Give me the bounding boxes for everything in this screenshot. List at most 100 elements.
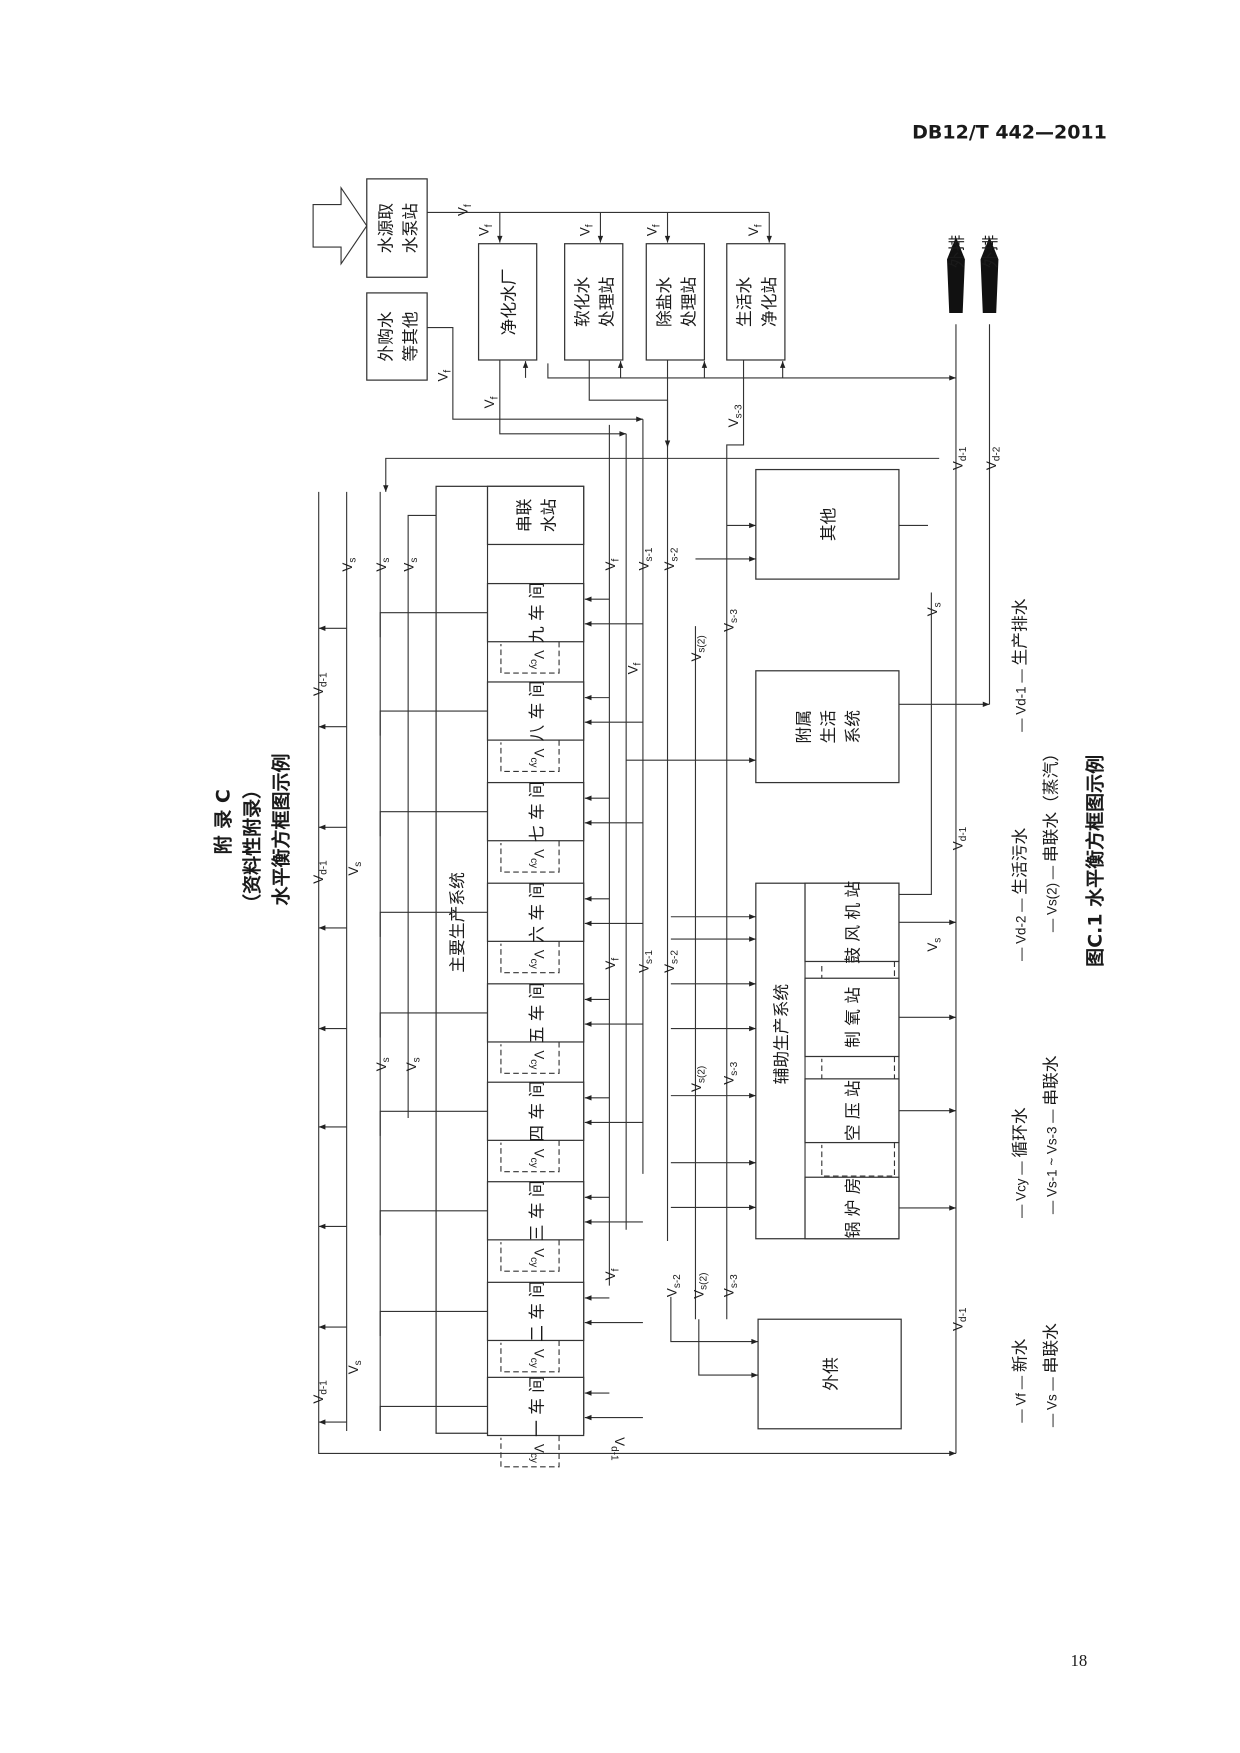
series-water-station [486,485,585,546]
flow-label: Vs-1 [637,950,655,973]
legend-label: 串联水 [1041,1055,1061,1106]
recirculation-loop [821,1142,896,1177]
workshop-label: 四 车 间 [526,1081,546,1142]
domestic-series-line [726,359,745,1320]
purchased-water-label: 外购水 [375,311,395,362]
fresh-water-label: Vf [455,204,473,216]
production-drain-bottom-line [318,491,956,1457]
discharge-label: 外排 [947,235,967,269]
purified-water-line [499,359,627,437]
discharge-arrow-icon [980,237,999,314]
workshop-box [486,582,585,643]
auxiliary-unit-box [804,1078,900,1144]
workshop-label: 二 车 间 [526,1281,546,1342]
flow-label: Vs [374,558,392,572]
recirculation-loop [500,1140,560,1173]
flow-label: Vs [374,1057,392,1071]
domestic-sewage-label: Vd-2 [984,446,1002,470]
appendix-heading: 附 录 C [211,789,234,854]
auxiliary-unit-box [804,1176,900,1240]
legend-symbol: — Vd-2 — [1013,895,1028,961]
auxiliary-unit-label: 制 氧 站 [843,987,863,1048]
purchased-water-line [427,327,643,422]
legend-item: — Vs — 串联水 [1041,1323,1061,1427]
recirculation-loop [821,1056,896,1091]
flow-label: Vs-3 [721,609,739,632]
series-outflow [407,514,437,1118]
flow-label: Vd-1 [311,672,329,696]
flow-label: Vs [404,1057,422,1071]
recirculation-loop [500,941,560,974]
legend-symbol: — Vcy — [1013,1158,1028,1218]
flow-label: Vs-3 [721,1274,739,1297]
water-source-pump-station-label: 水源取 [375,203,395,254]
flow-label: Vs-2 [662,950,680,973]
external-supply-line [670,1296,759,1345]
main-production-system-label: 主要生产系统 [447,872,467,973]
legend: — Vf — 新水 — Vs — 串联水 — Vcy — 循环水 — Vs-1 ~ V… [1009,598,1060,1427]
flow-label: Vf [603,559,621,571]
figure-caption: 图C.1 水平衡方框图示例 [1083,755,1106,967]
recirculation-label: Vcy [528,1248,546,1267]
flow-label: Vf [603,1268,621,1280]
external-supply-label: 外供 [820,1357,840,1391]
flow-label: Vf [625,662,643,674]
legend-item: — Vd-1 — 生产排水 [1009,598,1029,732]
ancillary-living-system-label: 系统 [843,710,863,744]
flow-label: Vd-1 [311,1380,329,1404]
soften-station-label: 软化水 [572,276,592,327]
standard-number: DB12/T 442—2011 [912,122,1107,144]
workshop-label: 七 车 间 [526,781,546,842]
water-source-pump-station-label: 水泵站 [400,203,420,254]
recirculation-loop [500,840,560,873]
series-water-station-label: 水站 [539,498,559,532]
legend-item: — Vd-2 — 生活污水 [1009,827,1029,961]
desalt-station [645,243,706,361]
flow-label: Vf [603,958,621,970]
domestic-purify-station [726,243,786,361]
purify-plant-label: 净化水厂 [498,268,518,335]
discharge-arrow-icon [947,237,965,314]
recirculation-label: Vcy [528,950,546,969]
recirculation-loop [500,641,560,674]
flow-label: Vs [346,862,364,876]
legend-symbol: — Vs-1 ~ Vs-3 — [1045,1106,1060,1214]
legend-label: 串联水（蒸汽） [1041,745,1061,862]
external-supply-box [757,1318,902,1430]
recirculation-label: Vcy [528,1444,546,1463]
recirculation-label: Vcy [528,1349,546,1368]
legend-label: 新水 [1009,1338,1029,1372]
workshop-label: 八 车 间 [526,681,546,742]
legend-symbol: — Vs — [1045,1373,1060,1427]
flow-label: Vs(2) [689,1066,707,1092]
other-return-line [383,457,940,492]
appendix-title: 水平衡方框图示例 [269,754,292,906]
ancillary-living-system [755,670,900,784]
flow-label: Vs [346,1360,364,1374]
soften-station [564,243,624,361]
legend-symbol: — Vf — [1013,1372,1028,1423]
workshop-box [486,882,585,942]
series-water-station-label: 串联 [514,498,534,532]
ancillary-living-system-label: 生活 [818,710,838,744]
flow-label: Vs [402,558,420,572]
external-supply-line [698,1319,759,1378]
flow-label: Vs [340,558,358,572]
recirculation-label: Vcy [528,650,546,669]
purchased-water-label: 等其他 [400,311,420,362]
production-drain-label: Vd-1 [951,826,969,850]
production-drain-label: Vd-1 [609,1437,627,1461]
purchased-water-box [366,292,428,381]
fresh-water-label: Vf [644,224,662,236]
legend-label: 生产排水 [1009,598,1029,665]
water-source-arrow-icon [312,185,368,266]
domestic-purify-station-label: 净化站 [759,276,779,327]
others-label: 其他 [818,507,838,541]
recirculation-label: Vcy [528,1050,546,1069]
flow-label: Vs [925,938,943,952]
fresh-water-label: Vf [435,370,453,382]
legend-label: 循环水 [1009,1107,1029,1158]
flow-label: Vs(2) [691,1273,709,1299]
water-balance-diagram: 水源取水泵站外购水等其他净化水厂软化水处理站除盐水处理站生活水净化站VfVfVf… [311,178,1003,1468]
production-drain-label: Vd-1 [951,1307,969,1331]
